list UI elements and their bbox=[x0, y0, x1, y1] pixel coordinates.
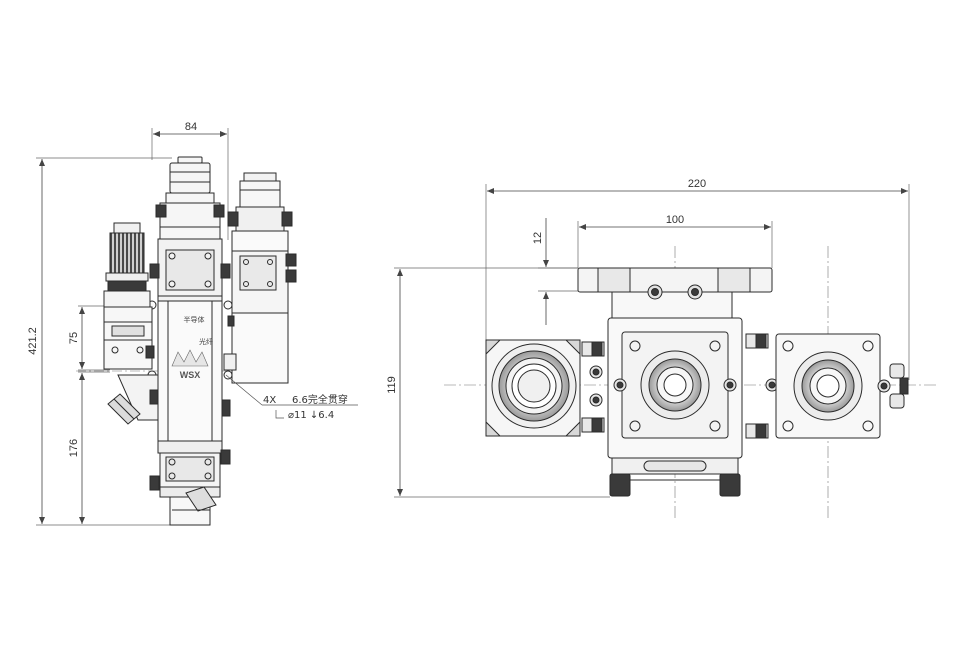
top-label: 半导体 bbox=[184, 315, 205, 324]
side-nozzle bbox=[169, 486, 217, 526]
note-count: 4X bbox=[263, 395, 276, 406]
front-right-fittings bbox=[877, 363, 909, 409]
side-logo: WSX 半导体 光纤 bbox=[171, 315, 213, 380]
dim-label-width: 84 bbox=[185, 121, 197, 133]
dim-label-119: 119 bbox=[386, 376, 398, 394]
front-right-module bbox=[775, 333, 881, 439]
front-top-bar bbox=[577, 267, 773, 319]
front-main-block bbox=[607, 317, 743, 459]
dim-width-220 bbox=[485, 184, 910, 380]
dim-label-176: 176 bbox=[68, 439, 80, 457]
dim-label-220: 220 bbox=[688, 178, 706, 190]
side-upper-block bbox=[149, 238, 231, 302]
dim-height-421 bbox=[36, 157, 180, 526]
front-base bbox=[609, 457, 741, 497]
dim-width-100 bbox=[577, 221, 773, 268]
dim-label-100: 100 bbox=[666, 214, 684, 226]
side-collimator bbox=[155, 156, 225, 240]
front-mid-fittings bbox=[723, 333, 779, 439]
front-view bbox=[394, 184, 936, 518]
dim-176 bbox=[78, 371, 110, 524]
note-line2: ⌀11 ↓6.4 bbox=[288, 410, 334, 421]
dim-label-12: 12 bbox=[532, 232, 544, 244]
side-lower-block bbox=[149, 440, 231, 498]
side-laser-module bbox=[223, 172, 297, 384]
side-angled-connector bbox=[107, 374, 159, 425]
side-note-leader bbox=[225, 374, 358, 419]
note-line1: 6.6完全贯穿 bbox=[292, 393, 348, 406]
dim-label-total-height: 421.2 bbox=[27, 327, 39, 355]
front-left-fittings bbox=[581, 341, 627, 433]
side-label: 光纤 bbox=[199, 337, 213, 346]
side-camera bbox=[103, 222, 155, 370]
side-view: WSX 半导体 光纤 bbox=[36, 128, 358, 526]
dim-label-75: 75 bbox=[68, 332, 80, 344]
front-left-box bbox=[485, 339, 581, 437]
logo-text: WSX bbox=[180, 370, 201, 380]
side-main-body bbox=[147, 300, 233, 442]
dim-119 bbox=[394, 267, 610, 498]
